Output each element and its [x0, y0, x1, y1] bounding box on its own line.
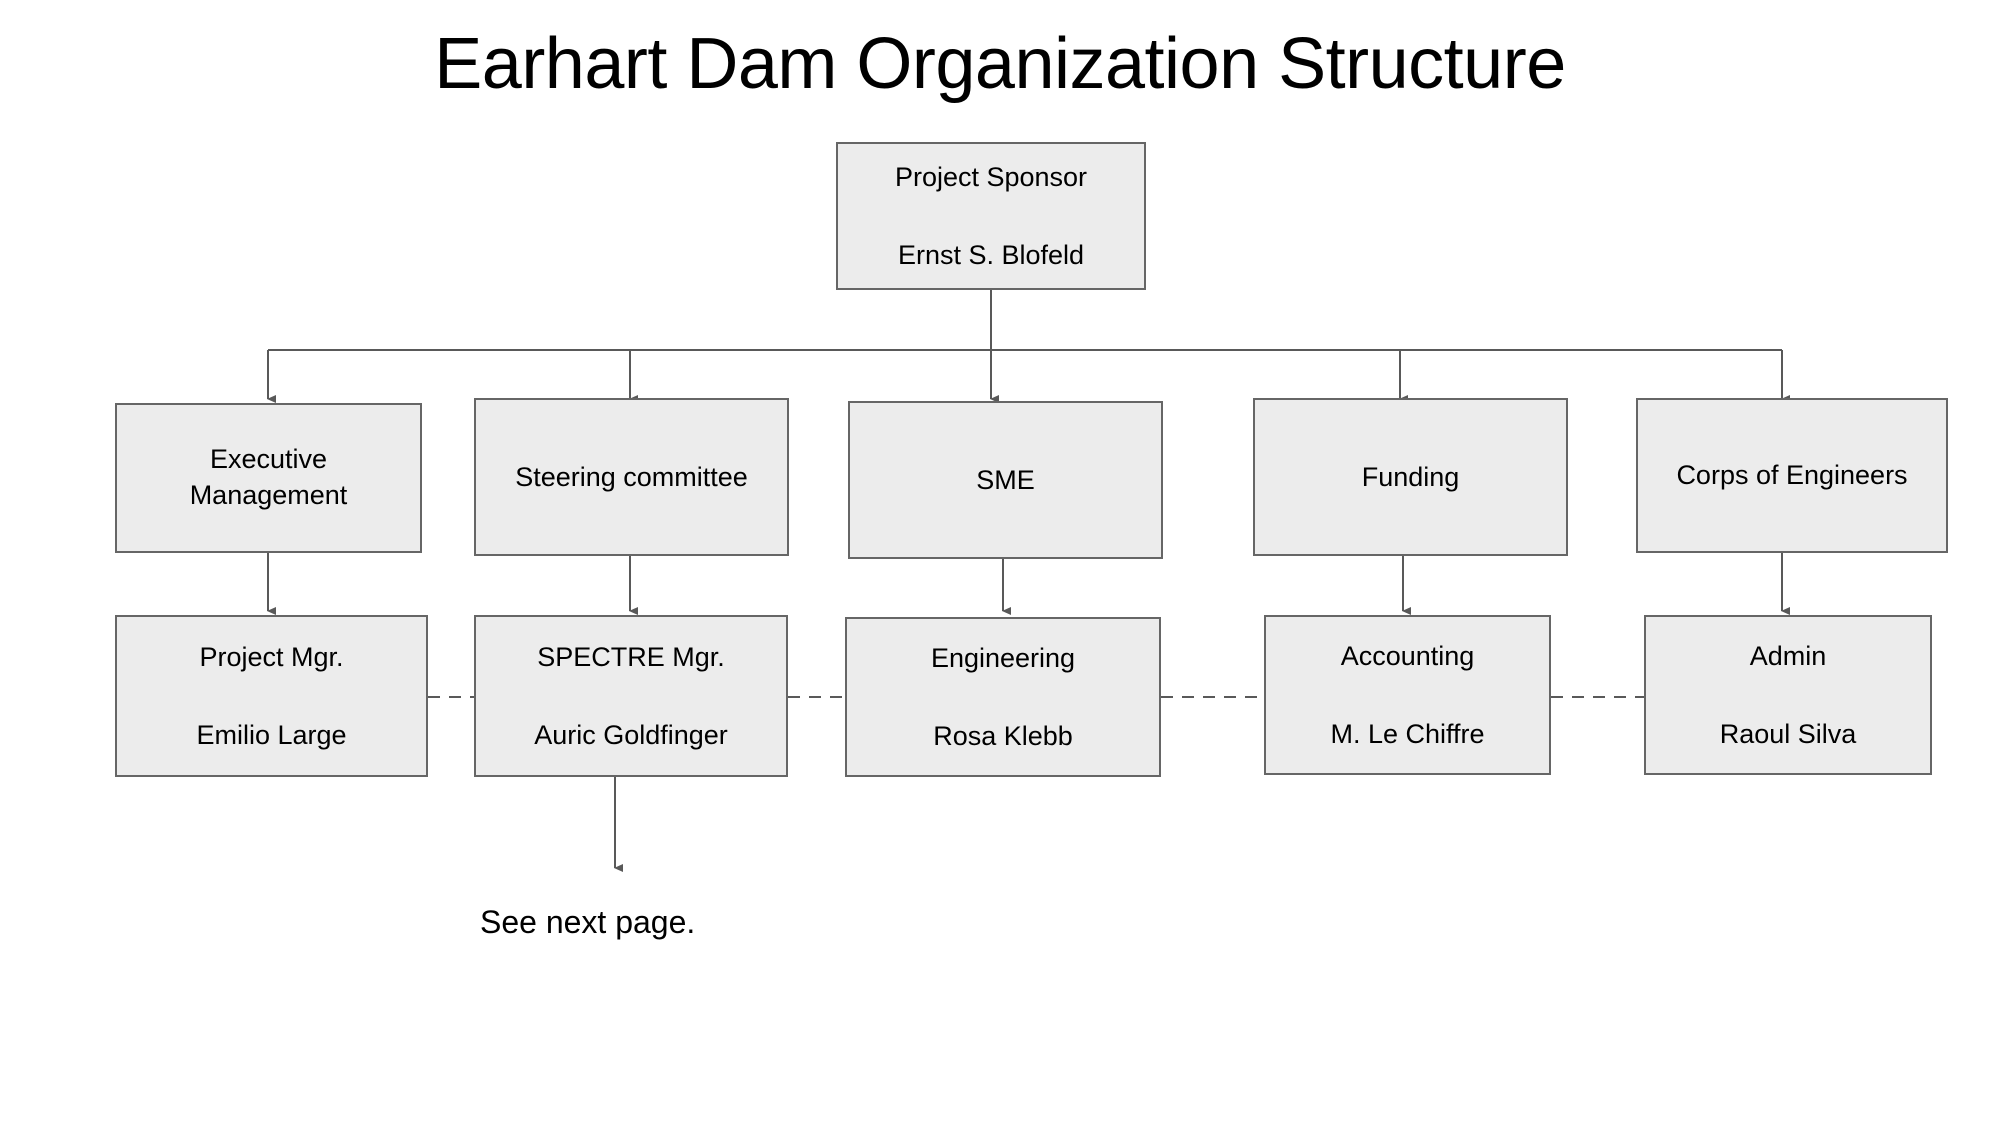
node-sme[interactable]: SME [848, 401, 1163, 559]
node-role: Project Sponsor [894, 161, 1088, 192]
node-role: Accounting [1340, 640, 1475, 671]
node-accounting[interactable]: Accounting M. Le Chiffre [1264, 615, 1551, 775]
node-person: Raoul Silva [1719, 718, 1857, 749]
node-project-manager[interactable]: Project Mgr. Emilio Large [115, 615, 428, 777]
node-funding[interactable]: Funding [1253, 398, 1568, 556]
node-person: Auric Goldfinger [534, 719, 728, 750]
node-admin[interactable]: Admin Raoul Silva [1644, 615, 1932, 775]
node-role: Funding [1361, 461, 1460, 492]
node-role: Project Mgr. [199, 641, 344, 672]
node-role: SME [976, 464, 1035, 495]
node-corps-of-engineers[interactable]: Corps of Engineers [1636, 398, 1948, 553]
node-role: Steering committee [515, 461, 748, 492]
node-role: Corps of Engineers [1676, 460, 1908, 491]
node-role-line2: Management [189, 480, 348, 510]
node-engineering[interactable]: Engineering Rosa Klebb [845, 617, 1161, 777]
node-role: SPECTRE Mgr. [537, 641, 725, 672]
node-person: Emilio Large [196, 719, 347, 750]
page-title: Earhart Dam Organization Structure [434, 24, 1566, 104]
node-project-sponsor[interactable]: Project Sponsor Ernst S. Blofeld [836, 142, 1146, 290]
node-executive-management[interactable]: Executive Management [115, 403, 422, 553]
node-steering-committee[interactable]: Steering committee [474, 398, 789, 556]
node-spectre-manager[interactable]: SPECTRE Mgr. Auric Goldfinger [474, 615, 788, 777]
node-role: Admin [1749, 640, 1827, 671]
see-next-page-note: See next page. [480, 904, 696, 940]
node-person: Rosa Klebb [933, 720, 1073, 751]
node-person: M. Le Chiffre [1330, 718, 1485, 749]
node-role: Executive [209, 444, 328, 475]
node-role: Engineering [930, 642, 1076, 673]
node-person: Ernst S. Blofeld [897, 239, 1085, 270]
